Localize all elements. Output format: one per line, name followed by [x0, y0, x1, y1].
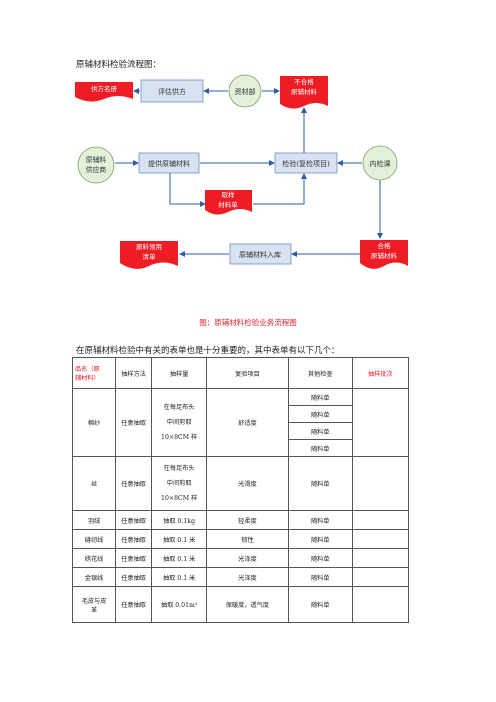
flowchart-heading: 原辅材料检验流程图： — [76, 60, 162, 70]
cell-batch — [351, 548, 410, 568]
cell-other: 随料单 — [287, 529, 353, 549]
cell-retest: 光泽度 — [206, 548, 289, 568]
header-retest-items: 复验项目 — [206, 357, 289, 389]
cell-method: 任意抽取 — [115, 456, 153, 511]
box-inspection: 检验(复检项目) — [274, 152, 338, 174]
cell-other: 随料单 — [287, 456, 353, 511]
circle-qc-dept: 内检课 — [362, 145, 398, 181]
svg-text:原料领用: 原料领用 — [136, 242, 162, 251]
intro-paragraph: 在原辅材料检验中有关的表单也是十分重要的，其中表单有以下几个： — [76, 346, 340, 356]
cell-batch — [351, 510, 410, 530]
cell-name: 丝 — [71, 456, 117, 511]
table-row: 绣花线 任意抽取 抽取 0.1 米 光泽度 随料单 — [71, 548, 410, 568]
flowchart-caption: 图：原辅材料检验业务流程图 — [199, 318, 297, 327]
cell-other: 随料单 — [287, 439, 353, 457]
box-materials-warehouse: 原辅材料入库 — [229, 243, 292, 265]
doc-nonconforming: 不合格 原辅材料 — [280, 76, 328, 109]
cell-batch — [351, 388, 410, 457]
cell-batch — [351, 586, 410, 623]
svg-text:供应商: 供应商 — [86, 165, 107, 174]
svg-text:原辅材料: 原辅材料 — [291, 87, 318, 96]
circle-materials-dept: 资材部 — [228, 74, 262, 108]
cell-method: 任意抽取 — [115, 567, 153, 587]
svg-text:清单: 清单 — [143, 252, 157, 261]
table-row: 金银线 任意抽取 抽取 0.1 米 光泽度 随料单 — [71, 567, 410, 587]
cell-method: 任意抽取 — [115, 510, 153, 530]
cell-method: 任意抽取 — [115, 529, 153, 549]
cell-name: 缝纫线 — [71, 529, 117, 549]
header-sample-qty: 抽样量 — [151, 357, 208, 389]
cell-batch — [351, 456, 410, 511]
box-provide-materials: 提供原辅材料 — [138, 152, 200, 174]
cell-method: 任意抽取 — [115, 548, 153, 568]
doc-supplier-list: 供方名册 — [75, 82, 133, 102]
cell-name: 绣花线 — [71, 548, 117, 568]
table-row: 羽绒 任意抽取 抽取 0.1kg 轻柔度 随料单 — [71, 510, 410, 530]
box-evaluate-supplier: 评估供方 — [140, 79, 204, 103]
svg-text:不合格: 不合格 — [294, 77, 314, 86]
cell-name: 羽绒 — [71, 510, 117, 530]
svg-text:合格: 合格 — [378, 241, 392, 250]
cell-qty: 抽取 0.1kg — [151, 510, 208, 530]
table-row: 缝纫线 任意抽取 抽取 0.1 米 韧性 随料单 — [71, 529, 410, 549]
svg-text:原辅材料入库: 原辅材料入库 — [239, 250, 281, 259]
flow-connectors — [115, 88, 383, 257]
cell-retest: 韧性 — [206, 529, 289, 549]
cell-other: 随料单 — [287, 548, 353, 568]
cell-other: 随料单 — [287, 388, 353, 406]
cell-method: 任意抽取 — [115, 388, 153, 457]
svg-text:取样: 取样 — [222, 190, 236, 199]
header-sample-batch: 抽样批次 — [351, 357, 410, 389]
cell-name: 毛皮与皮革 — [71, 586, 117, 623]
header-other-checks: 其他检查 — [287, 357, 353, 389]
svg-text:原辅材料: 原辅材料 — [371, 251, 398, 260]
table-row: 毛皮与皮革 任意抽取 抽取 0.01m² 保暖度，透气度 随料单 — [71, 586, 410, 623]
cell-name: 棉纱 — [71, 388, 117, 457]
svg-text:材料单: 材料单 — [218, 200, 238, 209]
doc-qualified: 合格 原辅材料 — [360, 240, 408, 269]
header-sampling-method: 抽样方法 — [115, 357, 153, 389]
cell-qty: 抽取 0.1 米 — [151, 548, 208, 568]
svg-text:供方名册: 供方名册 — [91, 84, 118, 93]
cell-batch — [351, 567, 410, 587]
cell-retest: 光泽度 — [206, 567, 289, 587]
cell-qty: 抽取 0.1 米 — [151, 567, 208, 587]
cell-retest: 舒适度 — [206, 388, 289, 457]
cell-qty: 抽取 0.01m² — [151, 586, 208, 623]
svg-text:原辅料: 原辅料 — [86, 155, 107, 164]
doc-sample: 取样 材料单 — [205, 190, 252, 215]
svg-text:资材部: 资材部 — [235, 87, 256, 96]
materials-table: 品名（原辅材料） 抽样方法 抽样量 复验项目 其他检查 抽样批次 棉纱 任意抽取… — [71, 357, 410, 623]
cell-other: 随料单 — [287, 567, 353, 587]
svg-text:检验(复检项目): 检验(复检项目) — [282, 159, 330, 168]
cell-batch — [351, 529, 410, 549]
cell-retest: 保暖度，透气度 — [206, 586, 289, 623]
header-name: 品名（原辅材料） — [71, 357, 117, 389]
cell-retest: 轻柔度 — [206, 510, 289, 530]
table-header-row: 品名（原辅材料） 抽样方法 抽样量 复验项目 其他检查 抽样批次 — [71, 357, 410, 389]
svg-text:内检课: 内检课 — [370, 159, 391, 168]
circle-supplier: 原辅料 供应商 — [77, 146, 115, 184]
cell-other: 随料单 — [287, 405, 353, 423]
doc-material-issue: 原料领用 清单 — [120, 241, 178, 269]
svg-text:评估供方: 评估供方 — [158, 87, 186, 96]
cell-qty: 抽取 0.1 米 — [151, 529, 208, 549]
cell-method: 任意抽取 — [115, 586, 153, 623]
svg-text:提供原辅材料: 提供原辅材料 — [148, 159, 190, 168]
cell-other: 随料单 — [287, 510, 353, 530]
flowchart: 供方名册 不合格 原辅材料 取样 材料单 原料领用 清单 合格 原辅材料 评估供… — [75, 74, 408, 269]
cell-other: 随料单 — [287, 586, 353, 623]
cell-name: 金银线 — [71, 567, 117, 587]
cell-retest: 光滑度 — [206, 456, 289, 511]
cell-other: 随料单 — [287, 422, 353, 440]
